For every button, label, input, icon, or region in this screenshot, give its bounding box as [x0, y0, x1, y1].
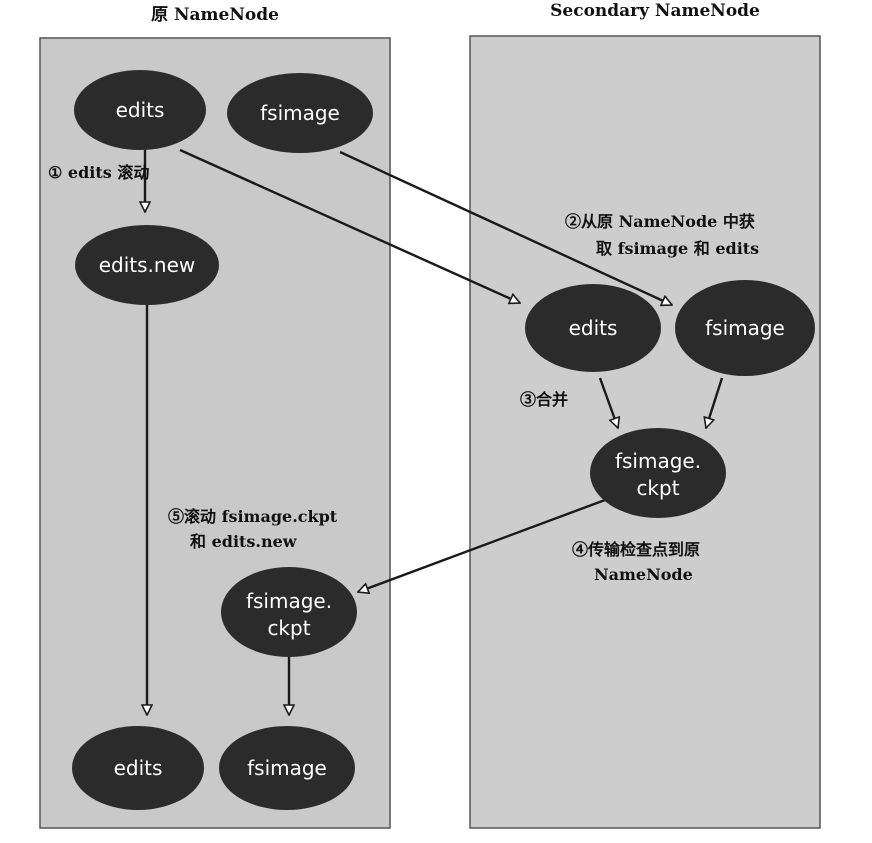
- step-2-label-line1: ②从原 NameNode 中获: [565, 212, 755, 231]
- node-secondary-edits-label: edits: [569, 316, 618, 340]
- original-namenode-panel: [39, 37, 391, 829]
- node-left-edits-label: edits: [116, 98, 165, 122]
- node-secondary-ckpt-label-2: ckpt: [636, 476, 679, 500]
- node-left-fsimage: fsimage: [227, 73, 373, 153]
- edge-edits-to-secondary-edits: [179, 148, 520, 303]
- node-secondary-ckpt: fsimage. ckpt: [590, 428, 726, 518]
- node-left-ckpt-label-2: ckpt: [267, 616, 310, 640]
- node-left-fsimage-label: fsimage: [260, 101, 340, 125]
- step-5-label-line1: ⑤滚动 fsimage.ckpt: [168, 507, 338, 526]
- node-edits-new: edits.new: [75, 225, 219, 305]
- node-bottom-fsimage: fsimage: [219, 726, 355, 810]
- node-left-ckpt: fsimage. ckpt: [221, 567, 357, 657]
- node-left-edits: edits: [74, 70, 206, 150]
- node-secondary-fsimage: fsimage: [675, 280, 815, 376]
- node-secondary-fsimage-label: fsimage: [705, 316, 785, 340]
- node-bottom-edits-label: edits: [114, 756, 163, 780]
- node-left-ckpt-label-1: fsimage.: [246, 589, 332, 613]
- edge-fsimage-to-secondary-fsimage: [339, 150, 672, 305]
- node-secondary-ckpt-label-1: fsimage.: [615, 449, 701, 473]
- node-edits-new-label: edits.new: [99, 253, 196, 277]
- edge-transfer-checkpoint: [358, 498, 606, 592]
- step-5-label-line2: 和 edits.new: [190, 532, 298, 551]
- edge-edits-to-ckpt: [598, 377, 618, 428]
- node-bottom-edits: edits: [72, 726, 204, 810]
- step-3-label: ③合并: [520, 390, 568, 409]
- left-column-title: 原 NameNode: [151, 5, 279, 25]
- edge-fsimage-to-ckpt: [706, 377, 724, 428]
- right-column-title: Secondary NameNode: [550, 1, 760, 21]
- node-bottom-fsimage-label: fsimage: [247, 756, 327, 780]
- node-secondary-edits: edits: [525, 284, 661, 372]
- step-4-label-line2: NameNode: [594, 565, 693, 584]
- step-2-label-line2: 取 fsimage 和 edits: [596, 239, 759, 258]
- step-4-label-line1: ④传输检查点到原: [572, 540, 700, 559]
- step-1-label: ① edits 滚动: [48, 163, 149, 182]
